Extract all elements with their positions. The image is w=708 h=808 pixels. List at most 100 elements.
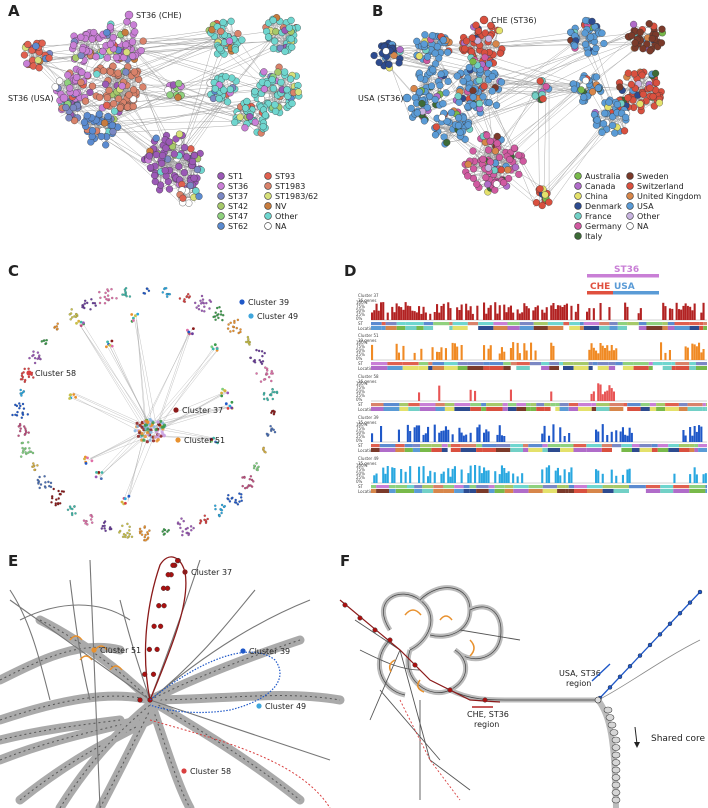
ring-node <box>252 480 255 483</box>
node <box>593 116 601 124</box>
track-name: Cluster 37 <box>358 293 379 298</box>
node <box>65 114 73 122</box>
ring-node <box>204 521 208 524</box>
ring-node <box>229 321 232 324</box>
node <box>420 117 428 125</box>
st-strip <box>423 322 434 326</box>
gene-bar <box>597 353 600 360</box>
st-strip <box>371 403 384 407</box>
ring-node <box>20 394 23 397</box>
st-strip <box>592 362 598 366</box>
node <box>109 33 117 42</box>
gene-bar <box>660 342 663 360</box>
spoke-node <box>83 457 86 461</box>
spoke-node <box>110 344 114 348</box>
node <box>493 180 501 188</box>
legend-swatch <box>574 172 582 180</box>
hub-node <box>133 429 137 433</box>
gene-bar <box>563 304 566 320</box>
node <box>269 16 277 24</box>
ring-node <box>214 507 217 511</box>
ring-node <box>124 290 127 293</box>
node <box>283 86 291 94</box>
ring-node <box>272 428 275 431</box>
node <box>577 86 585 94</box>
legend-swatch <box>217 202 225 210</box>
st-strip <box>599 322 610 326</box>
node <box>370 51 378 60</box>
legend-swatch <box>574 222 582 230</box>
ring-node <box>74 512 77 515</box>
gene-bar <box>456 307 459 320</box>
ring-node <box>31 354 34 358</box>
spoke-node <box>226 407 230 410</box>
ring-node <box>161 530 164 533</box>
node <box>170 150 178 158</box>
location-strip <box>608 366 616 370</box>
track-ytick: 0% <box>356 397 363 402</box>
st-strip <box>646 322 663 326</box>
node <box>652 69 660 77</box>
ring-node <box>99 296 102 299</box>
st-strip <box>536 403 545 407</box>
node <box>479 155 487 163</box>
ring-node <box>27 441 30 444</box>
ring-node <box>183 298 186 301</box>
track-genes: 39 genes <box>358 338 376 343</box>
node <box>23 60 31 68</box>
gene-bar <box>586 311 589 320</box>
ring-node <box>47 480 50 484</box>
ring-node <box>235 326 238 330</box>
ring-node <box>122 533 126 536</box>
ring-node <box>19 388 22 392</box>
node <box>456 128 464 136</box>
ring-node <box>182 519 185 523</box>
node <box>241 124 249 132</box>
edge <box>454 32 655 133</box>
a-callout-top: ST36 (CHE) <box>136 11 182 20</box>
c-cluster37-marker <box>173 407 179 413</box>
row-label-location: Location <box>358 366 375 371</box>
gene-bar <box>554 309 557 320</box>
spoke <box>155 349 218 424</box>
node <box>274 68 282 76</box>
ring-node <box>84 299 87 302</box>
gene-bar <box>469 306 472 320</box>
hub-node <box>160 430 164 434</box>
location-strip <box>516 366 530 370</box>
st-strip <box>387 362 403 366</box>
spoke-node <box>192 327 195 330</box>
node <box>658 25 666 33</box>
ring-node <box>37 482 40 485</box>
ring-node <box>38 486 41 490</box>
gene-bar <box>700 352 703 360</box>
node <box>139 37 147 45</box>
node <box>146 164 155 172</box>
gene-bar <box>698 342 701 360</box>
node <box>515 170 523 178</box>
gene-bar <box>610 345 613 360</box>
spoke-node <box>74 395 77 399</box>
c-cluster39-label: Cluster 39 <box>248 298 289 307</box>
ring-node <box>162 533 165 536</box>
gene-bar <box>512 342 515 360</box>
node <box>243 97 251 105</box>
legend-swatch <box>264 222 272 230</box>
track-ytick: 100% <box>356 340 368 345</box>
node <box>122 41 130 49</box>
location-strip <box>617 326 628 330</box>
location-strip <box>646 326 663 330</box>
ring-node <box>247 338 250 341</box>
gene-bar <box>595 350 598 360</box>
gene-bar <box>409 306 412 320</box>
node <box>650 102 658 110</box>
legend-label: ST42 <box>228 202 248 211</box>
ring-node <box>139 531 142 535</box>
location-strip <box>689 366 696 370</box>
st-strip <box>444 362 458 366</box>
ring-node <box>269 425 272 428</box>
st-strip <box>481 403 487 407</box>
gene-bar <box>413 311 416 320</box>
gene-bar <box>608 385 611 401</box>
